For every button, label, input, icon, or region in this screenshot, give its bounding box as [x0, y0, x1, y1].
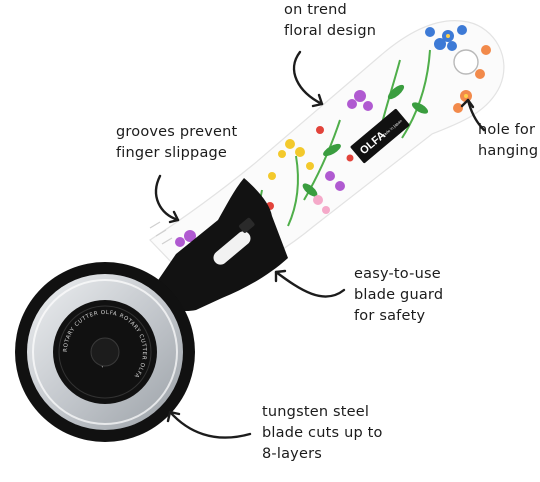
- rotary-blade: ROTARY CUTTER OLFA ROTARY CUTTER OLFA 45…: [15, 262, 195, 442]
- callout-line: blade cuts up to: [262, 425, 383, 441]
- callout-line: hole for: [478, 122, 536, 138]
- arrow-grooves: [154, 174, 180, 222]
- arrow-blade: [168, 410, 252, 439]
- callout-grooves: grooves prevent finger slippage: [116, 122, 237, 164]
- callout-line: hanging: [478, 143, 539, 159]
- callout-line: tungsten steel: [262, 404, 370, 420]
- callout-blade-guard: easy-to-use blade guard for safety: [354, 264, 443, 327]
- hanging-hole: [453, 49, 479, 75]
- callout-floral-design: on trend floral design: [284, 0, 376, 42]
- blade-guard: [150, 178, 288, 312]
- callout-line: for safety: [354, 308, 426, 324]
- callout-line: floral design: [284, 23, 377, 39]
- guard-slot: [213, 231, 251, 265]
- callout-line: finger slippage: [116, 145, 228, 161]
- arrow-guard: [274, 270, 346, 298]
- callout-line: on trend: [284, 2, 347, 18]
- callout-line: 8-layers: [262, 446, 322, 462]
- grip-grooves: [149, 221, 173, 245]
- arrow-floral: [292, 50, 324, 106]
- callout-line: blade guard: [354, 287, 444, 303]
- callout-arrows: [154, 50, 486, 439]
- callout-line: grooves prevent: [116, 124, 238, 140]
- callout-tungsten-blade: tungsten steel blade cuts up to 8-layers: [262, 402, 383, 465]
- callout-hanging-hole: hole for hanging: [478, 120, 538, 162]
- callout-line: easy-to-use: [354, 266, 441, 282]
